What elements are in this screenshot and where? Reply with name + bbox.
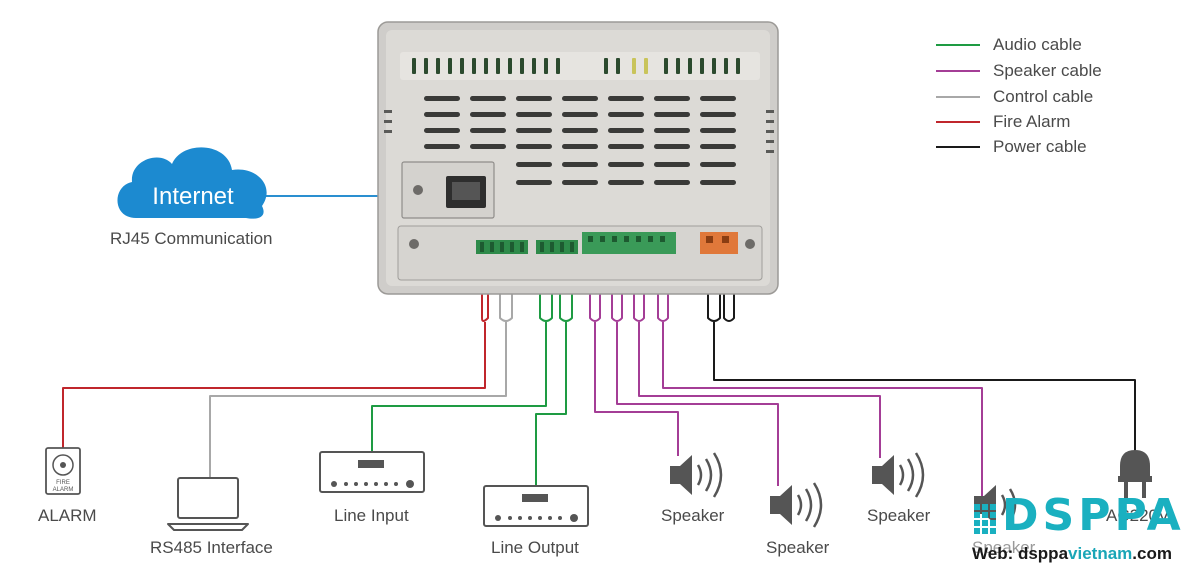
- audio-cable-input: [371, 250, 553, 452]
- speaker-cable-2: [611, 250, 779, 486]
- control-cable: [209, 250, 513, 478]
- speaker-label-1: Speaker: [661, 506, 725, 525]
- speaker-icon-3: [872, 452, 925, 498]
- top-vents: [412, 58, 740, 74]
- speaker-cable-4: [657, 250, 983, 498]
- cables: [62, 250, 1136, 498]
- speaker-icon-2: [770, 482, 823, 528]
- website-suffix: .com: [1132, 544, 1172, 563]
- audio-cable-output: [535, 250, 573, 486]
- speaker-label-2: Speaker: [766, 538, 830, 557]
- alarm-label: ALARM: [38, 506, 97, 525]
- rj45-caption: RJ45 Communication: [110, 229, 273, 248]
- laptop-icon: [167, 477, 249, 531]
- speaker-icon-1: [670, 452, 723, 498]
- internet-label: Internet: [152, 183, 234, 210]
- power-cable-inner: [723, 250, 735, 322]
- fire-alarm-icon-text-2: ALARM: [53, 487, 74, 493]
- rs485-label: RS485 Interface: [150, 538, 273, 557]
- line-output-device-icon: [483, 485, 589, 527]
- legend: [936, 44, 980, 148]
- terminal-block-control: [476, 240, 528, 254]
- legend-power-cable: Power cable: [993, 137, 1087, 156]
- legend-fire-alarm: Fire Alarm: [993, 112, 1071, 131]
- body-vents: [424, 96, 736, 185]
- line-input-label: Line Input: [334, 506, 409, 525]
- line-output-label: Line Output: [491, 538, 579, 557]
- power-label: AC220V: [1106, 506, 1170, 525]
- legend-audio-cable: Audio cable: [993, 35, 1082, 54]
- speaker-cable-3: [633, 250, 881, 458]
- line-input-device-icon: [319, 451, 425, 493]
- fire-alarm-icon-text-1: FIRE: [56, 480, 70, 486]
- power-plug-icon: [1118, 450, 1152, 498]
- speaker-label-3: Speaker: [867, 506, 931, 525]
- terminal-block-speaker: [582, 232, 676, 254]
- terminal-block-power: [700, 232, 738, 254]
- internet-cloud: Internet: [117, 147, 267, 219]
- fire-alarm-cable: [62, 250, 489, 448]
- fire-alarm-icon: FIRE ALARM: [45, 447, 81, 495]
- website-prefix: Web: dsppa: [972, 544, 1069, 563]
- legend-speaker-cable: Speaker cable: [993, 61, 1102, 80]
- website-text: Web: dsppavietnam.com: [972, 544, 1172, 564]
- website-mid: vietnam: [1068, 544, 1133, 563]
- power-cable: [707, 250, 1136, 452]
- speaker-label-4: Speaker: [972, 538, 1036, 557]
- terminal-block-audio: [536, 240, 578, 254]
- legend-control-cable: Control cable: [993, 87, 1094, 106]
- device-back-panel: [377, 21, 779, 295]
- speaker-cable-1: [589, 250, 679, 456]
- dsppa-logo-mark: [974, 504, 996, 534]
- dsppa-logo: DSPPA: [1002, 490, 1185, 541]
